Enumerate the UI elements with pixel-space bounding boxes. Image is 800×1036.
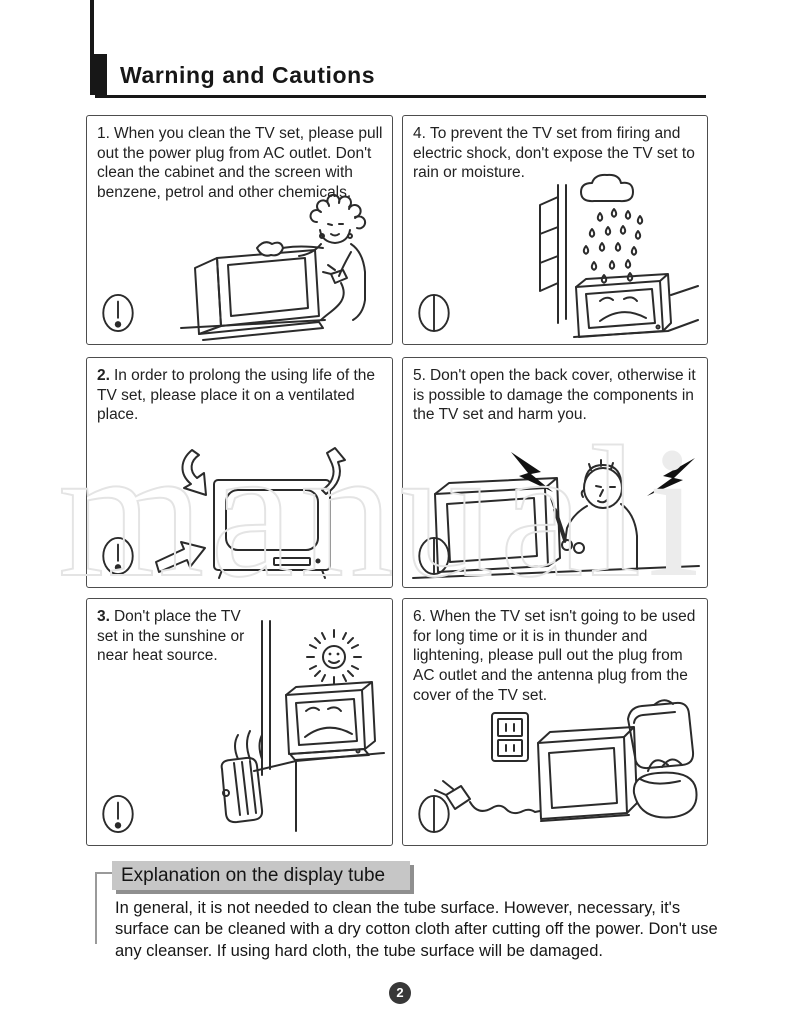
explanation-body: In general, it is not needed to clean th… xyxy=(115,899,718,960)
warning-6-number: 6. xyxy=(413,608,426,625)
illustration-tv-ventilation xyxy=(155,447,346,579)
warning-2-number: 2. xyxy=(97,367,110,384)
warning-2-text: 2.In order to prolong the using life of … xyxy=(97,367,376,424)
illustration-woman-cleaning-tv xyxy=(180,193,367,341)
header-tab-line xyxy=(90,0,94,56)
warning-3-number: 3. xyxy=(97,608,110,625)
crossed-circle-icon xyxy=(418,537,450,575)
warning-box-4: 4.To prevent the TV set from firing and … xyxy=(402,115,708,345)
warning-1-text: 1.When you clean the TV set, please pull… xyxy=(97,125,383,202)
warning-1-number: 1. xyxy=(97,125,110,142)
illustration-tv-luggage-plug xyxy=(434,699,698,822)
crossed-circle-icon xyxy=(418,294,450,332)
warning-box-3: 3.Don't place the TV set in the sunshine… xyxy=(86,598,393,846)
title-underline xyxy=(95,95,706,98)
illustration-man-lightning-tv xyxy=(412,452,700,579)
warning-5-text: 5.Don't open the back cover, otherwise i… xyxy=(413,367,696,424)
warning-5-number: 5. xyxy=(413,367,426,384)
warning-3-text: 3.Don't place the TV set in the sunshine… xyxy=(97,608,245,665)
warning-4-text: 4.To prevent the TV set from firing and … xyxy=(413,125,695,182)
page-number-badge: 2 xyxy=(389,982,411,1004)
crossed-circle-icon xyxy=(418,795,450,833)
warning-6-text: 6.When the TV set isn't going to be used… xyxy=(413,608,696,704)
explanation-title: Explanation on the display tube xyxy=(112,861,410,890)
illustration-tv-sun-heater xyxy=(220,620,385,832)
header-tab-block xyxy=(90,54,107,95)
page-title: Warning and Cautions xyxy=(120,62,376,88)
warning-box-1: 1.When you clean the TV set, please pull… xyxy=(86,115,393,345)
warning-box-6: 6.When the TV set isn't going to be used… xyxy=(402,598,708,846)
warning-4-number: 4. xyxy=(413,125,426,142)
exclamation-circle-icon xyxy=(102,537,134,575)
explanation-bracket-horizontal xyxy=(95,872,114,874)
exclamation-circle-icon xyxy=(102,294,134,332)
warning-box-5: 5.Don't open the back cover, otherwise i… xyxy=(402,357,708,588)
warning-box-2: 2.In order to prolong the using life of … xyxy=(86,357,393,588)
exclamation-circle-icon xyxy=(102,795,134,833)
explanation-bracket-vertical xyxy=(95,872,97,944)
illustration-tv-rain-window xyxy=(539,173,699,338)
